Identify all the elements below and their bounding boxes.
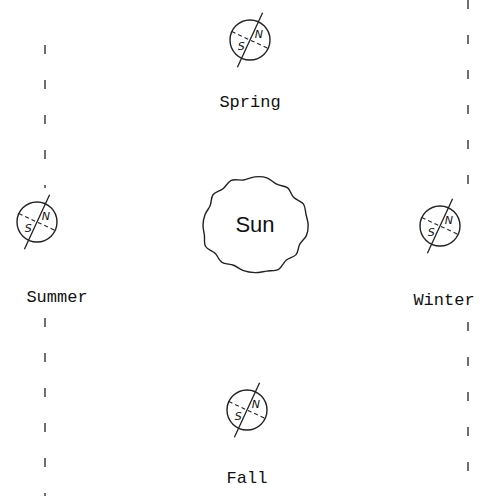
dashed-line <box>467 322 468 496</box>
earth-globe: NSFall <box>224 387 270 433</box>
earth-globe: NSWinter <box>417 203 463 249</box>
south-pole-label: S <box>25 222 32 233</box>
earth-axis <box>427 199 452 254</box>
earth-globe: NSSummer <box>14 199 60 245</box>
earth-axis <box>24 195 49 250</box>
sun-shape: Sun <box>200 175 310 275</box>
season-label: Fall <box>227 470 268 487</box>
earth-axis <box>237 13 262 68</box>
north-pole-label: N <box>445 215 453 226</box>
dashed-line <box>467 0 468 192</box>
sun-outline <box>203 177 308 273</box>
dashed-line <box>44 318 45 496</box>
north-pole-label: N <box>42 211 50 222</box>
north-pole-label: N <box>255 29 263 40</box>
earth-axis <box>234 383 259 438</box>
season-label: Spring <box>219 94 280 111</box>
earth-outline <box>224 387 270 433</box>
season-label: Summer <box>26 289 87 306</box>
south-pole-label: S <box>238 40 245 51</box>
south-pole-label: S <box>428 226 435 237</box>
sun-label: Sun <box>235 214 274 236</box>
dashed-line <box>44 45 45 188</box>
earth-globe: NSSpring <box>227 17 273 63</box>
season-label: Winter <box>413 292 474 309</box>
earth-outline <box>417 203 463 249</box>
earth-outline <box>227 17 273 63</box>
south-pole-label: S <box>235 410 242 421</box>
earth-outline <box>14 199 60 245</box>
north-pole-label: N <box>252 399 260 410</box>
